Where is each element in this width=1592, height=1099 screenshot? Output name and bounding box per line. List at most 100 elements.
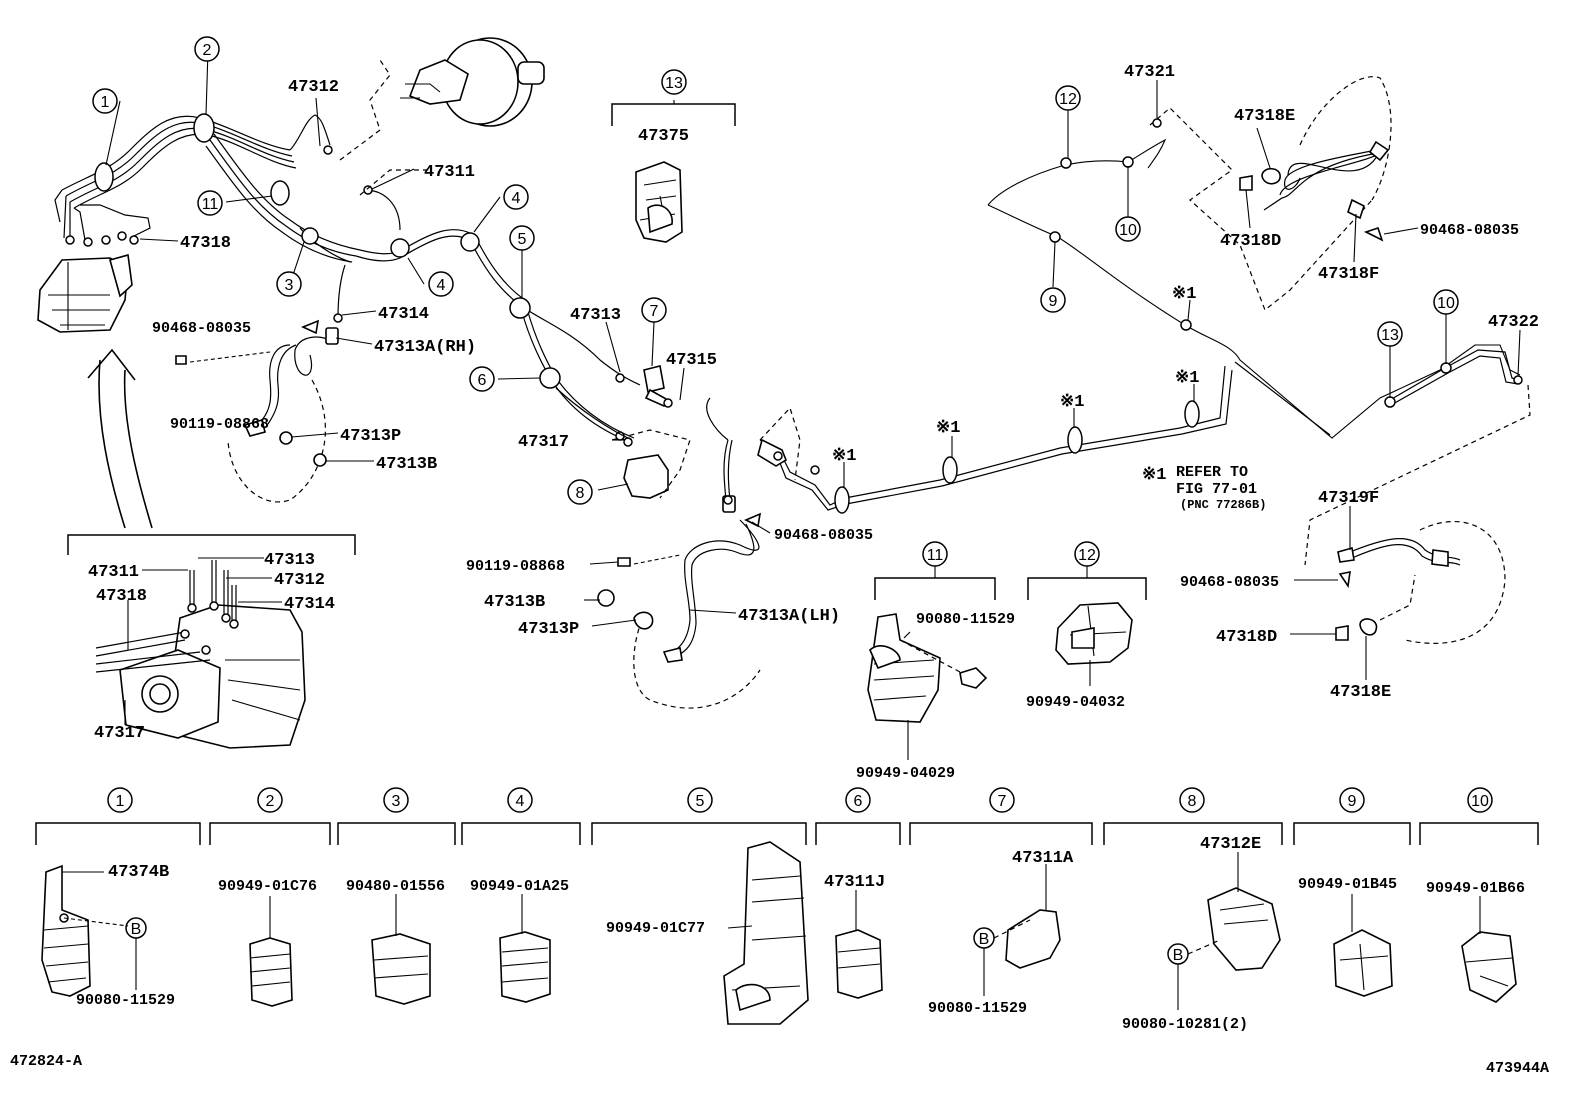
part-label: 47318 xyxy=(180,234,231,253)
callout-9-bottom: 9 xyxy=(1339,787,1365,813)
callout-circles: 1 2 11 3 4 4 5 6 7 8 13 12 10 9 13 10 1 1… xyxy=(92,36,1493,964)
part-label: 47321 xyxy=(1124,63,1175,82)
part-label: 47318D xyxy=(1216,628,1277,647)
part-label: 90949-01B66 xyxy=(1426,880,1525,897)
part-label: 13 xyxy=(1381,327,1399,344)
abs-actuator-top xyxy=(37,253,133,333)
part-label: 10 xyxy=(1471,793,1489,810)
part-label: 4 xyxy=(437,277,446,294)
part-label: 12 xyxy=(1078,547,1096,564)
part-label: 47317 xyxy=(94,724,145,743)
callout-b-1: B xyxy=(131,921,142,938)
part-label: 90080-10281(2) xyxy=(1122,1016,1248,1033)
brake-booster xyxy=(339,37,545,196)
callout-5-top: 5 xyxy=(509,225,535,251)
part-label: 90949-04032 xyxy=(1026,694,1125,711)
part-label: 47314 xyxy=(284,595,335,614)
part-label: 90119-08868 xyxy=(170,416,269,433)
part-label: 4 xyxy=(516,793,525,810)
part-label: (PNC 77286B) xyxy=(1180,498,1266,512)
callout-8-top: 8 xyxy=(567,479,593,505)
part-label: 1 xyxy=(101,94,110,111)
callout-13-right: 13 xyxy=(1377,321,1403,347)
callout-b-7: B xyxy=(979,931,990,948)
part-label: ※1 xyxy=(1142,466,1166,485)
part-label: 2 xyxy=(203,42,212,59)
callout-3-top: 3 xyxy=(276,271,302,297)
sheet-id-left: 472824-A xyxy=(10,1053,82,1070)
part-label: 4 xyxy=(512,190,521,207)
part-label: 47375 xyxy=(638,127,689,146)
part-label: 47317 xyxy=(518,433,569,452)
rear-rh-sensor xyxy=(1239,76,1392,242)
rear-brake-line xyxy=(757,365,1233,514)
callout-b-8: B xyxy=(1173,947,1184,964)
part-label: 47313 xyxy=(264,551,315,570)
rear-body-outline xyxy=(987,107,1531,566)
part-label: 47312E xyxy=(1200,835,1261,854)
part-label: 90468-08035 xyxy=(774,527,873,544)
part-label: 1 xyxy=(116,793,125,810)
part-label: 47314 xyxy=(378,305,429,324)
part-label: 10 xyxy=(1437,295,1455,312)
refer-note: ※1 REFER TO FIG 77-01 (PNC 77286B) xyxy=(1142,464,1266,512)
abs-actuator-detail xyxy=(67,534,356,749)
part-label: 47318D xyxy=(1220,232,1281,251)
part-label: 2 xyxy=(266,793,275,810)
callout-11-group: 11 xyxy=(922,541,948,567)
star-markers: ※1 ※1 ※1 ※1 ※1 xyxy=(832,285,1199,466)
part-label: 47311 xyxy=(424,163,475,182)
part-label: 7 xyxy=(650,303,659,320)
part-label: 8 xyxy=(1188,793,1197,810)
part-label: 47313P xyxy=(518,620,579,639)
part-label: 90949-01C76 xyxy=(218,878,317,895)
part-label: 90468-08035 xyxy=(1180,574,1279,591)
callout-10-bottom: 10 xyxy=(1467,787,1493,813)
part-label: 47313B xyxy=(376,455,437,474)
part-label: 90949-01B45 xyxy=(1298,876,1397,893)
part-label: 5 xyxy=(696,793,705,810)
part-label: 7 xyxy=(998,793,1007,810)
rh-sensor-harness xyxy=(175,319,339,503)
part-label: 47311A xyxy=(1012,849,1074,868)
part-label: 90949-01A25 xyxy=(470,878,569,895)
callout-7-top: 7 xyxy=(641,297,667,323)
part-label: ※1 xyxy=(1175,369,1199,388)
part-label: B xyxy=(1173,947,1184,964)
part-label: 3 xyxy=(285,277,294,294)
callout-2-bottom: 2 xyxy=(257,787,283,813)
part-label: 47312 xyxy=(288,78,339,97)
part-label: 47313A(LH) xyxy=(738,607,840,626)
callout-9-top: 9 xyxy=(1040,287,1066,313)
part-label: 90080-11529 xyxy=(928,1000,1027,1017)
part-label: 47313P xyxy=(340,427,401,446)
tube-bundle-assembly xyxy=(54,113,641,443)
part-label: 5 xyxy=(518,231,527,248)
callout-2-top: 2 xyxy=(194,36,220,62)
part-label: 47313B xyxy=(484,593,545,612)
part-label: 47313A(RH) xyxy=(374,338,476,357)
part-label: 13 xyxy=(665,75,683,92)
callout-7-bottom: 7 xyxy=(989,787,1015,813)
part-label: 47322 xyxy=(1488,313,1539,332)
callout-4b-top: 4 xyxy=(428,271,454,297)
part-label: 9 xyxy=(1348,793,1357,810)
part-label: 47318F xyxy=(1318,265,1379,284)
rear-lh-sensor xyxy=(1335,521,1506,644)
part-label: REFER TO xyxy=(1176,464,1248,481)
leader-lines xyxy=(62,49,1521,1010)
part-label: 12 xyxy=(1059,91,1077,108)
part-label: FIG 77-01 xyxy=(1176,481,1257,498)
callout-3-bottom: 3 xyxy=(383,787,409,813)
callout-6-top: 6 xyxy=(469,366,495,392)
part-label: 90480-01556 xyxy=(346,878,445,895)
callout-12-group: 12 xyxy=(1074,541,1100,567)
part-label: 6 xyxy=(478,372,487,389)
part-label: 47318 xyxy=(96,587,147,606)
part-label: 47315 xyxy=(666,351,717,370)
callout-10-right: 10 xyxy=(1433,289,1459,315)
part-label: ※1 xyxy=(832,447,856,466)
pointer-arrow xyxy=(87,348,153,529)
part-labels: 47312 47311 47318 47314 90468-08035 4731… xyxy=(10,63,1549,1077)
